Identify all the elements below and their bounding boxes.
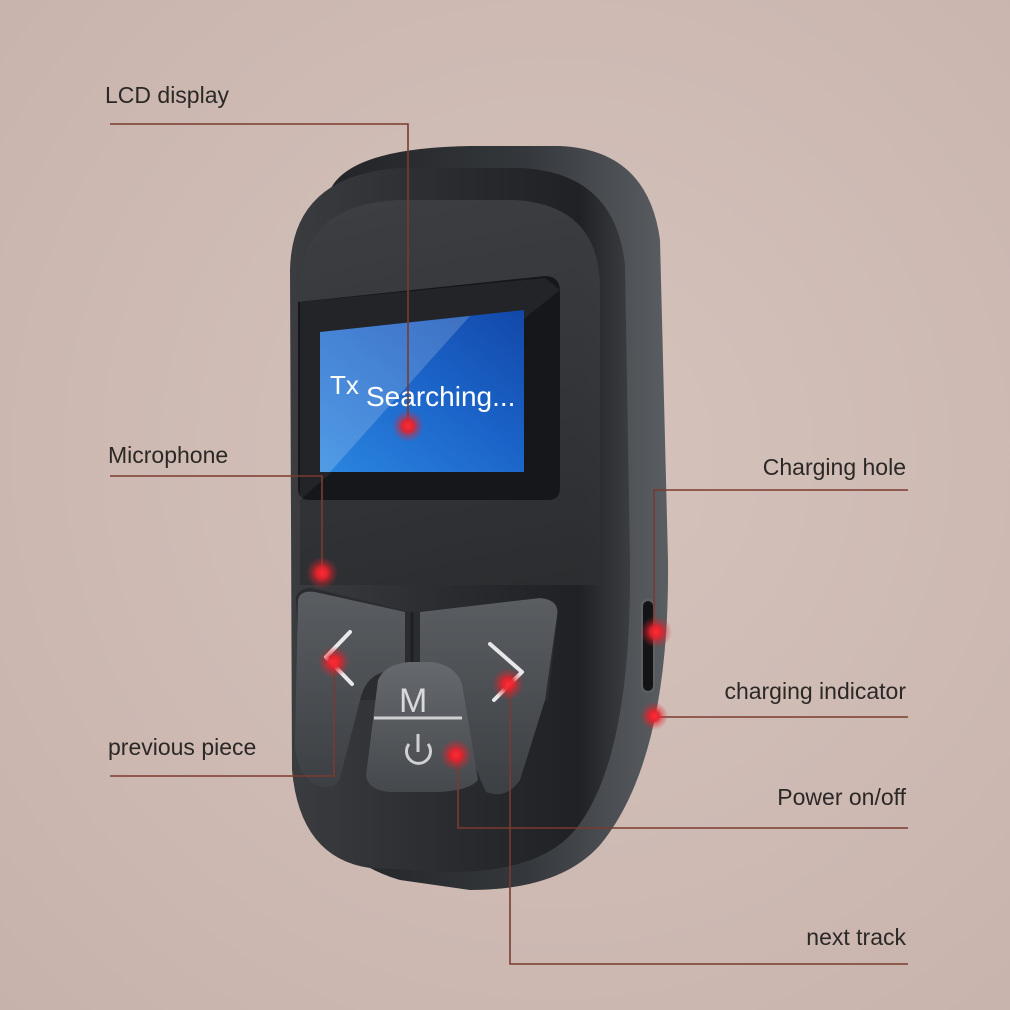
leader-line-previous — [110, 662, 335, 777]
marker-power — [440, 739, 472, 771]
leader-line-microphone — [110, 475, 323, 572]
annotation-markers — [306, 410, 672, 771]
next-button[interactable] — [420, 598, 558, 795]
screen-mode-text: Tx — [330, 370, 359, 400]
label-power-on-off: Power on/off — [777, 784, 906, 810]
marker-lcd — [392, 410, 424, 442]
lcd-glare — [320, 316, 470, 472]
label-charging-indicator: charging indicator — [724, 678, 906, 704]
marker-previous — [318, 646, 350, 678]
power-icon — [405, 734, 432, 765]
label-previous-piece: previous piece — [108, 734, 257, 760]
marker-next — [492, 668, 524, 700]
leader-lines — [110, 123, 908, 965]
label-microphone: Microphone — [108, 442, 229, 468]
leader-line-lcd — [110, 123, 409, 424]
label-charging-hole: Charging hole — [762, 454, 906, 480]
lcd-screen — [320, 310, 524, 472]
previous-button[interactable] — [295, 591, 405, 787]
marker-charging-hole — [640, 616, 672, 648]
leader-line-charging-hole — [653, 489, 908, 630]
leader-line-next — [509, 686, 908, 965]
mode-button-letter: M — [399, 682, 427, 720]
leader-line-power — [457, 756, 908, 829]
marker-charging-indicator — [640, 702, 668, 730]
label-next-track: next track — [806, 924, 906, 950]
marker-microphone — [306, 557, 338, 589]
screen-status-text: Searching... — [366, 381, 515, 412]
label-lcd-display: LCD display — [105, 82, 229, 108]
